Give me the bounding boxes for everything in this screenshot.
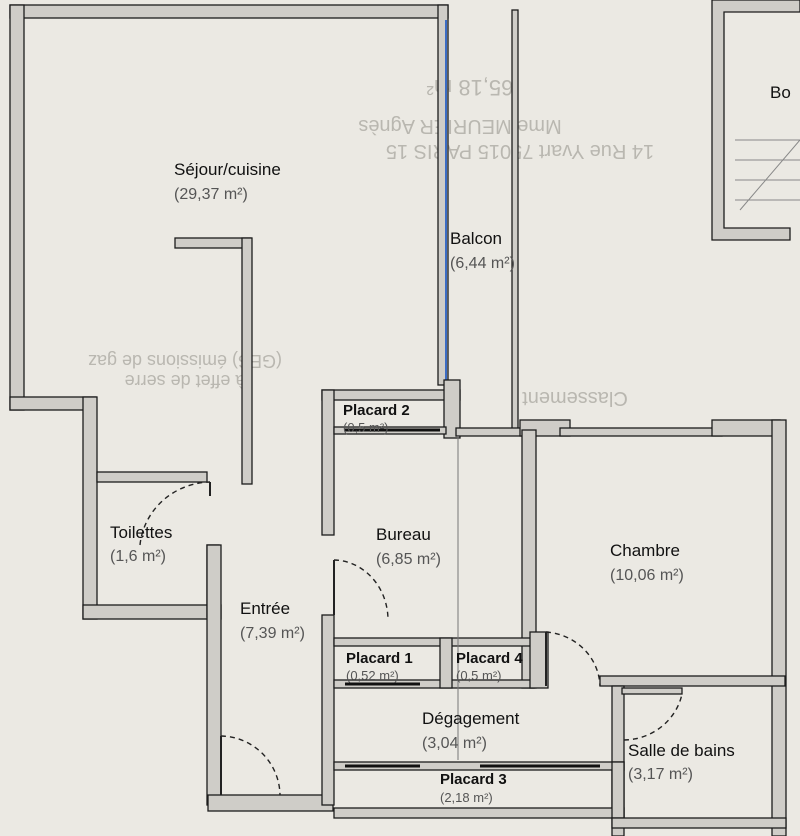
walls	[9, 4, 787, 836]
room-area: (7,39 m²)	[240, 625, 305, 642]
wall-left-upper	[9, 4, 25, 411]
room-area: (0,5 m²)	[456, 668, 502, 683]
wall-chambre-bottom	[599, 675, 786, 687]
partition-kitchen-h	[174, 237, 252, 249]
stair-diagonal	[739, 139, 800, 211]
room-name: Toilettes	[110, 523, 172, 542]
wall-top	[9, 4, 449, 19]
wall-placard3-bottom	[333, 807, 625, 819]
room-name: Placard 2	[343, 402, 410, 419]
wall-left-toilets	[82, 396, 98, 620]
ghost-owner: Mme MEURIER Agnès	[358, 115, 561, 137]
room-area: (6,44 m²)	[450, 255, 515, 272]
wall-entry-bottom	[207, 794, 334, 812]
room-area: (3,17 m²)	[628, 766, 693, 783]
door-swing-bureau	[333, 559, 389, 621]
wall-placard2-right	[443, 379, 461, 439]
room-name: Placard 3	[440, 771, 507, 788]
room-name-partial: Bo	[770, 83, 791, 102]
balcony-rail	[511, 9, 519, 431]
wall-chambre-top-right	[711, 419, 781, 437]
wall-placard-divider	[439, 637, 453, 689]
wall-placard2-top	[321, 389, 461, 401]
door-swing-entry	[220, 735, 281, 796]
room-labels: Séjour/cuisine (29,37 m²) Balcon (6,44 m…	[110, 160, 735, 805]
background-text: 65,18 m² Mme MEURIER Agnès 14 Rue Yvart …	[358, 75, 654, 162]
wall-entry-left	[206, 544, 222, 806]
room-name: Séjour/cuisine	[174, 160, 281, 179]
wall-toilets-top	[96, 471, 208, 483]
wall-entry-right	[321, 614, 335, 806]
room-area: (2,18 m²)	[440, 790, 493, 805]
sdb-fixture	[621, 687, 683, 695]
room-name: Chambre	[610, 541, 680, 560]
wall-living-right	[437, 4, 449, 386]
wall-bottom-right	[611, 817, 787, 829]
room-name: Bureau	[376, 525, 431, 544]
wall-placard3-right	[611, 761, 625, 819]
adjacent-wall	[711, 0, 800, 241]
room-name: Salle de bains	[628, 741, 735, 760]
room-area: (3,04 m²)	[422, 735, 487, 752]
room-name: Placard 4	[456, 650, 523, 667]
ghost-classement: Classement	[522, 387, 628, 409]
wall-placards-top	[333, 637, 535, 647]
room-area: (6,85 m²)	[376, 551, 441, 568]
partition-kitchen-v	[241, 237, 253, 485]
room-area: (1,6 m²)	[110, 548, 166, 565]
adjacent-unit: Bo	[711, 0, 800, 241]
room-area: (29,37 m²)	[174, 186, 248, 203]
ghost-emissions: (GES) émissions de gaz	[88, 351, 282, 371]
ghost-address: 14 Rue Yvart 75015 PARIS 15	[386, 140, 654, 162]
door-swing-chambre	[545, 631, 601, 687]
door-swing-toilets	[139, 481, 211, 546]
door-swing-sdb	[623, 693, 683, 741]
wall-placard4-right	[529, 631, 549, 689]
room-area: (10,06 m²)	[610, 567, 684, 584]
wall-chambre-top	[559, 427, 723, 437]
room-area: (0,5 m²)	[343, 420, 389, 435]
room-name: Entrée	[240, 599, 290, 618]
doors	[139, 481, 683, 796]
wall-toilets-bottom	[82, 604, 222, 620]
room-name: Dégagement	[422, 709, 520, 728]
wall-right	[771, 419, 787, 836]
wall-bureau-left	[321, 389, 335, 536]
room-name: Placard 1	[346, 650, 413, 667]
room-area: (0,52 m²)	[346, 668, 399, 683]
room-name: Balcon	[450, 229, 502, 248]
ghost-greenhouse: à effet de serre	[125, 371, 246, 391]
